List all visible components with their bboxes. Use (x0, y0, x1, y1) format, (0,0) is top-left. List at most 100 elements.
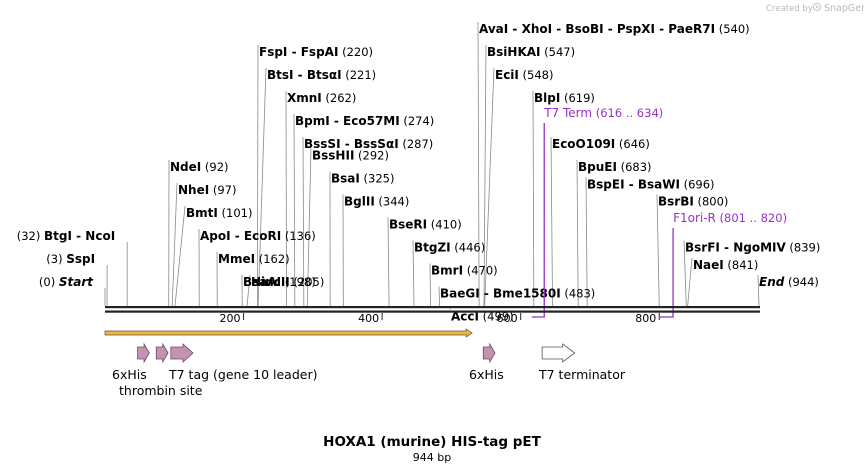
primer-t7-term-name: T7 Term (543, 106, 592, 120)
enzyme-bseri-position: (410) (427, 218, 462, 232)
enzyme-apoi-ecori-position: (136) (281, 229, 316, 243)
enzyme-baegi-bme1580i-label: BaeGI - Bme1580I (483) (440, 287, 595, 301)
enzyme-bspei-bsawi-label: BspEI - BsaWI (696) (587, 177, 715, 191)
primer-f1ori-r-label: F1ori-R (801 .. 820) (673, 211, 787, 225)
enzyme-bsihkai-label: BsiHKAI (547) (487, 45, 575, 59)
enzyme-hincii-position: (205) (290, 275, 325, 289)
enzyme-btgzi-label: BtgZI (446) (414, 241, 485, 255)
enzyme-baegi-bme1580i-name: BaeGI - Bme1580I (440, 287, 561, 301)
enzyme-xmni-leader (285, 90, 287, 307)
enzyme-bmti-position: (101) (218, 206, 253, 220)
enzyme-sspi-label: (3) SspI (46, 252, 95, 266)
enzyme-btgzi-name: BtgZI (414, 241, 451, 255)
enzyme-bpmi-eco57mi-leader (293, 113, 296, 307)
enzyme-btgzi-leader (412, 240, 415, 307)
credit-prefix: Created by (766, 4, 813, 14)
enzyme-bsssi-bsss-i-label: BssSI - BssSαI (287) (304, 137, 433, 151)
enzyme-start-position: (0) (39, 275, 59, 289)
enzyme-bsai-position: (325) (360, 172, 395, 186)
enzyme-bsssi-bsss-i-position: (287) (399, 137, 434, 151)
feature-t7-terminator-4-arrow (541, 343, 576, 363)
orf-arrow (104, 328, 473, 338)
feature-6xhis-0-label: 6xHis (112, 367, 147, 382)
enzyme-btgzi-position: (446) (451, 241, 486, 255)
primer-f1ori-r-range: (801 .. 820) (716, 211, 787, 225)
enzyme-ecii-name: EciI (495, 68, 519, 82)
enzyme-start-name: Start (59, 275, 94, 289)
enzyme-bspei-bsawi-position: (696) (680, 177, 715, 191)
enzyme-bsaai-name: BsaAI (243, 275, 281, 289)
enzyme-ndei-label: NdeI (92) (170, 160, 229, 174)
enzyme-btgi-ncoi-label: (32) BtgI - NcoI (17, 229, 115, 243)
enzyme-baegi-bme1580i-position: (483) (561, 287, 596, 301)
enzyme-bsrfi-ngomiv-label: BsrFI - NgoMIV (839) (685, 241, 820, 255)
enzyme-bsihkai-position: (547) (541, 45, 576, 59)
map-length: 944 bp (413, 451, 451, 464)
enzyme-end-leader (757, 274, 760, 307)
enzyme-bsshii-name: BssHII (312, 149, 354, 163)
enzyme-acci-position: (499) (479, 310, 514, 324)
enzyme-hincii-name: HincII (251, 275, 290, 289)
primer-f1ori-r-name: F1ori-R (673, 211, 716, 225)
enzyme-bsihkai-name: BsiHKAI (487, 45, 541, 59)
enzyme-btsi-bts-i-position: (221) (342, 68, 377, 82)
enzyme-bsrbi-name: BsrBI (658, 195, 694, 209)
enzyme-nhei-leader (171, 182, 178, 307)
enzyme-bmti-name: BmtI (186, 206, 218, 220)
enzyme-start-label: (0) Start (39, 275, 94, 289)
enzyme-baegi-bme1580i-leader (438, 286, 441, 307)
enzyme-bmti-label: BmtI (101) (186, 206, 252, 220)
primer-t7-term-label: T7 Term (616 .. 634) (543, 106, 663, 120)
enzyme-avai-xhoi-bsobi-pspxi-paer7i-label: AvaI - XhoI - BsoBI - PspXI - PaeR7I (54… (479, 22, 750, 36)
enzyme-hincii-label: HincII (205) (251, 275, 324, 289)
enzyme-bsai-name: BsaI (331, 172, 360, 186)
enzyme-bsaai-position: (198) (281, 275, 316, 289)
enzyme-bsai-label: BsaI (325) (331, 172, 394, 186)
enzyme-naei-leader (687, 257, 693, 307)
credit-brand: SnapGene (824, 3, 864, 14)
enzyme-end-label: End (944) (759, 275, 819, 289)
tick-label-200: 200 (220, 312, 241, 325)
enzyme-ecii-position: (548) (519, 68, 554, 82)
enzyme-bsssi-bsss-i-name: BssSI - BssSαI (304, 137, 399, 151)
enzyme-bsshii-position: (292) (354, 149, 389, 163)
enzyme-bmri-name: BmrI (431, 264, 463, 278)
enzyme-bseri-label: BseRI (410) (389, 218, 462, 232)
enzyme-btsi-bts-i-label: BtsI - BtsαI (221) (267, 68, 376, 82)
enzyme-btgi-ncoi-position: (32) (17, 229, 44, 243)
enzyme-acci-label: AccI (499) (451, 310, 514, 324)
enzyme-fspi-fspai-name: FspI - FspAI (259, 45, 338, 59)
feature-6xhis-0-arrow (137, 342, 150, 364)
enzyme-leader-lines (104, 21, 760, 310)
enzyme-mmei-name: MmeI (218, 252, 255, 266)
enzyme-blpi-position: (619) (560, 91, 595, 105)
enzyme-btgi-ncoi-name: BtgI - NcoI (44, 229, 115, 243)
enzyme-bseri-name: BseRI (389, 218, 427, 232)
enzyme-ndei-position: (92) (201, 160, 228, 174)
enzyme-end-position: (944) (784, 275, 819, 289)
enzyme-apoi-ecori-label: ApoI - EcoRI (136) (200, 229, 316, 243)
enzyme-bmri-position: (470) (463, 264, 498, 278)
primer-t7-term-range: (616 .. 634) (592, 106, 663, 120)
enzyme-bsrbi-leader (656, 194, 660, 307)
enzyme-ecii-label: EciI (548) (495, 68, 553, 82)
enzyme-ndei-name: NdeI (170, 160, 201, 174)
enzyme-mmei-position: (162) (255, 252, 290, 266)
enzyme-apoi-ecori-name: ApoI - EcoRI (200, 229, 281, 243)
enzyme-ecoo109i-position: (646) (615, 137, 650, 151)
enzyme-avai-xhoi-bsobi-pspxi-paer7i-position: (540) (715, 22, 750, 36)
enzyme-sspi-name: SspI (66, 252, 95, 266)
enzyme-bseri-leader (387, 217, 390, 307)
enzyme-bpuei-label: BpuEI (683) (578, 160, 652, 174)
enzyme-bsrbi-label: BsrBI (800) (658, 195, 728, 209)
enzyme-bpuei-leader (576, 159, 579, 307)
feature-thrombin-site-1-label: thrombin site (119, 383, 203, 398)
enzyme-mmei-label: MmeI (162) (218, 252, 290, 266)
feature-6xhis-3-arrow (482, 342, 496, 364)
snapgene-credit: Created by SnapGene (766, 2, 864, 14)
enzyme-bsihkai-leader (483, 44, 487, 307)
feature-thrombin-site-1-arrow (155, 342, 169, 364)
enzyme-bpmi-eco57mi-name: BpmI - Eco57MI (295, 114, 400, 128)
